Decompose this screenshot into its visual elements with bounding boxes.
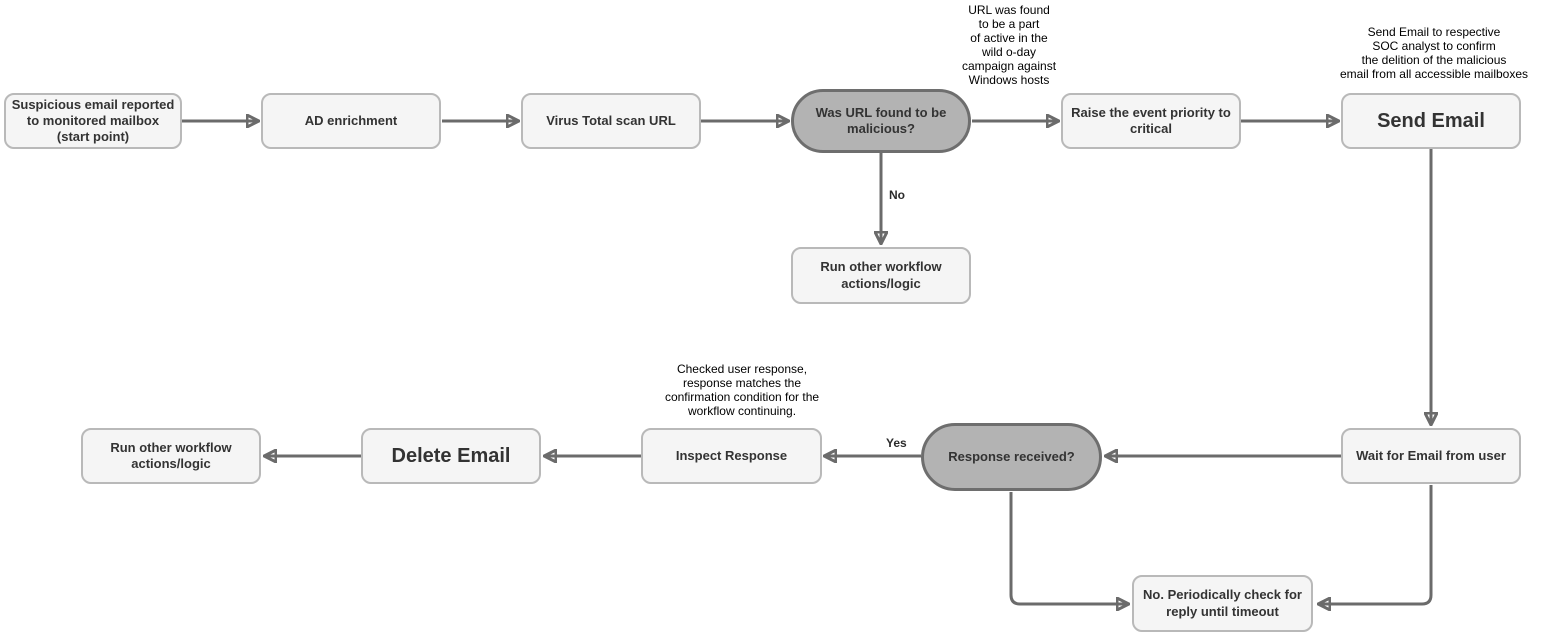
node-run-other-workflow-no-branch: Run other workflow actions/logic [791, 247, 971, 304]
node-periodic-check: No. Periodically check for reply until t… [1132, 575, 1313, 632]
node-start-label: Suspicious email reported to monitored m… [11, 96, 175, 145]
node-ad-enrichment-label: AD enrichment [304, 112, 398, 128]
node-run-other-workflow-end-label: Run other workflow actions/logic [110, 439, 232, 471]
node-inspect-response-label: Inspect Response [675, 447, 788, 463]
connector-response-to-periodic-check [1009, 492, 1129, 604]
node-periodic-check-label: No. Periodically check for reply until t… [1143, 587, 1302, 619]
node-raise-priority-label: Raise the event priority to critical [1071, 104, 1231, 136]
node-wait-for-email-label: Wait for Email from user [1356, 447, 1506, 463]
node-virus-total-scan-label: Virus Total scan URL [546, 112, 676, 128]
node-start: Suspicious email reported to monitored m… [4, 93, 182, 149]
node-delete-email-label: Delete Email [391, 444, 511, 467]
annotation-send-email-note: Send Email to respective SOC analyst to … [1339, 25, 1529, 81]
node-url-malicious-label: Was URL found to be malicious? [815, 104, 947, 136]
node-send-email: Send Email [1341, 93, 1521, 149]
node-ad-enrichment: AD enrichment [261, 93, 441, 149]
connector-wait-to-periodic-check [1318, 485, 1433, 604]
node-run-other-workflow-end: Run other workflow actions/logic [81, 428, 261, 484]
node-run-other-workflow-no-branch-label: Run other workflow actions/logic [820, 259, 942, 291]
annotation-url-campaign: URL was found to be a part of active in … [961, 3, 1057, 87]
node-response-received-label: Response received? [948, 448, 1075, 464]
node-virus-total-scan: Virus Total scan URL [521, 93, 701, 149]
node-raise-priority: Raise the event priority to critical [1061, 93, 1241, 149]
edge-label-no: No [889, 188, 905, 202]
node-inspect-response: Inspect Response [641, 428, 822, 484]
edge-label-yes: Yes [886, 436, 907, 450]
node-response-received-decision: Response received? [921, 423, 1102, 491]
node-wait-for-email: Wait for Email from user [1341, 428, 1521, 484]
node-send-email-label: Send Email [1377, 109, 1485, 132]
node-url-malicious-decision: Was URL found to be malicious? [791, 89, 971, 153]
annotation-inspect-response-note: Checked user response, response matches … [664, 362, 820, 418]
node-delete-email: Delete Email [361, 428, 541, 484]
